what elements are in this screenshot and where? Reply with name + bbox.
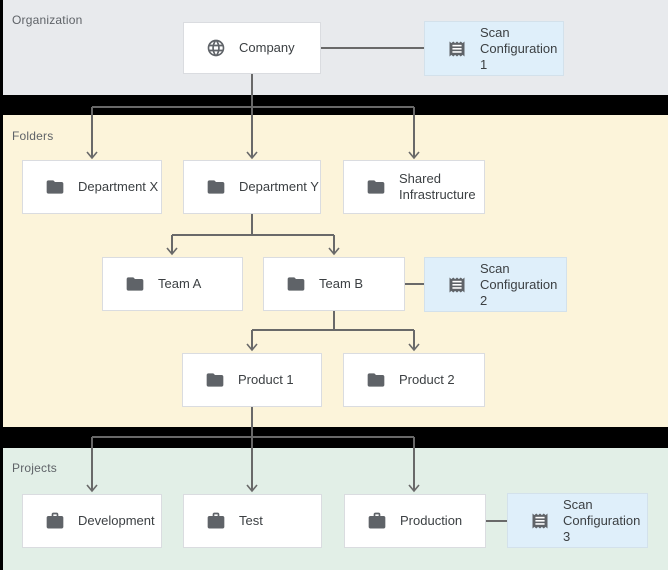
node-company: Company: [183, 22, 321, 74]
folder-icon: [45, 177, 65, 197]
briefcase-icon: [45, 511, 65, 531]
receipt-icon: [530, 511, 550, 531]
node-label: Team B: [319, 276, 364, 291]
node-label: Department X: [78, 179, 159, 194]
node-label: Scan Configuration 1: [480, 24, 558, 72]
receipt-icon: [447, 39, 467, 59]
node-label: Scan Configuration 3: [563, 496, 641, 544]
briefcase-icon: [367, 511, 387, 531]
left-border-strip: [0, 0, 3, 570]
node-team-a: Team A: [102, 257, 243, 311]
node-product-1: Product 1: [182, 353, 322, 407]
globe-icon: [206, 38, 226, 58]
node-scan-configuration-1: Scan Configuration 1: [424, 21, 564, 76]
folder-icon: [366, 370, 386, 390]
node-development: Development: [22, 494, 162, 548]
folder-icon: [286, 274, 306, 294]
node-product-2: Product 2: [343, 353, 485, 407]
separator-bar-1: [0, 95, 668, 115]
node-test: Test: [183, 494, 322, 548]
folders-band-label: Folders: [12, 129, 54, 143]
node-label: Production: [400, 513, 463, 528]
node-label: Company: [239, 40, 295, 55]
node-label: Scan Configuration 2: [480, 260, 558, 308]
node-label: Team A: [158, 276, 202, 291]
receipt-icon: [447, 275, 467, 295]
folder-icon: [366, 177, 386, 197]
node-shared-infrastructure: Shared Infrastructure: [343, 160, 485, 214]
node-scan-configuration-3: Scan Configuration 3: [507, 493, 648, 548]
node-label: Development: [78, 513, 155, 528]
node-label: Shared Infrastructure: [399, 171, 476, 202]
organization-band-label: Organization: [12, 13, 83, 27]
node-label: Product 2: [399, 372, 455, 387]
node-label: Product 1: [238, 372, 294, 387]
folder-icon: [206, 177, 226, 197]
folder-icon: [125, 274, 145, 294]
briefcase-icon: [206, 511, 226, 531]
separator-bar-2: [0, 427, 668, 448]
node-team-b: Team B: [263, 257, 405, 311]
node-scan-configuration-2: Scan Configuration 2: [424, 257, 567, 312]
node-label: Department Y: [239, 179, 319, 194]
node-label: Test: [239, 513, 263, 528]
projects-band-label: Projects: [12, 461, 57, 475]
node-production: Production: [344, 494, 486, 548]
folder-icon: [205, 370, 225, 390]
organization-band: [0, 0, 668, 95]
node-department-x: Department X: [22, 160, 162, 214]
node-department-y: Department Y: [183, 160, 321, 214]
